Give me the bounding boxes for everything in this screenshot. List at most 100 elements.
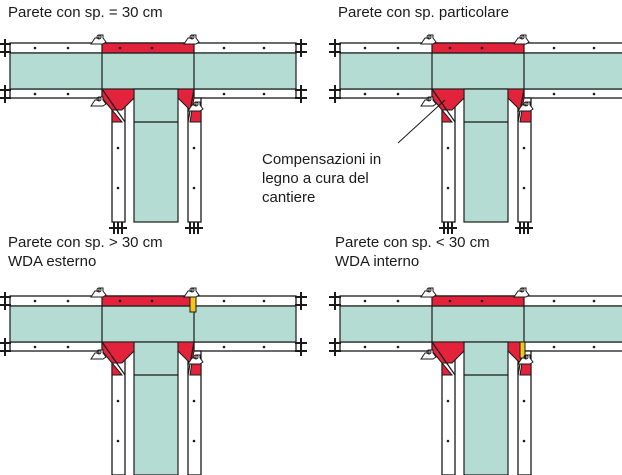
bolt <box>446 399 450 403</box>
bolt <box>262 92 266 96</box>
caption-line: WDA interno <box>335 253 420 270</box>
corner-diagonal <box>187 88 195 123</box>
clamp-bolt <box>426 34 432 40</box>
bolt <box>448 46 452 50</box>
top-corner-element <box>431 42 525 54</box>
bolt <box>222 46 226 50</box>
bolt <box>552 345 556 349</box>
clamp-head <box>420 96 437 107</box>
callout-text: Compensazioni in legno a cura del cantie… <box>262 150 381 207</box>
clamp-head <box>420 349 437 360</box>
top-corner-element <box>101 42 195 54</box>
bolt <box>66 299 70 303</box>
bolt <box>66 92 70 96</box>
caption-thick: Parete con sp. > 30 cm WDA esterno <box>8 233 163 271</box>
t-junction-plan <box>329 287 622 475</box>
wall-horizontal <box>339 305 622 343</box>
clamp-head <box>517 354 534 365</box>
bolt <box>192 186 196 190</box>
clamp-head <box>420 34 437 45</box>
callout-line: Compensazioni in <box>262 151 382 168</box>
clamp-head <box>90 34 107 45</box>
bolt <box>363 46 367 50</box>
bolt <box>192 439 196 443</box>
bolt <box>150 46 154 50</box>
bolt <box>116 399 120 403</box>
inner-corner-left <box>101 341 135 376</box>
bolt <box>480 46 484 50</box>
top-corner-element <box>101 295 195 307</box>
bolt <box>552 92 556 96</box>
bottom-waler-right <box>523 88 622 99</box>
bolt <box>116 439 120 443</box>
bottom-waler-right <box>523 341 622 352</box>
clamp-bolt <box>519 287 525 293</box>
bolt <box>396 345 400 349</box>
callout-leader <box>397 99 446 144</box>
clamp-head <box>187 101 204 112</box>
bottom-waler-right <box>193 88 297 99</box>
caption-thin: Parete con sp. < 30 cm WDA interno <box>335 233 490 271</box>
caption-special: Parete con sp. particolare <box>338 3 509 22</box>
bolt <box>480 299 484 303</box>
bolt <box>552 46 556 50</box>
bolt <box>192 399 196 403</box>
bolt <box>552 299 556 303</box>
caption-line: Parete con sp. = 30 cm <box>8 4 163 21</box>
bolt <box>592 345 596 349</box>
callout-line: cantiere <box>262 189 316 206</box>
t-junction-plan <box>0 34 307 234</box>
clamp-bolt <box>189 34 195 40</box>
bottom-waler-left <box>9 88 103 99</box>
bolt <box>448 299 452 303</box>
clamp-head <box>517 101 534 112</box>
wall-horizontal <box>9 52 297 90</box>
bolt <box>33 92 37 96</box>
t-junction-plan <box>329 34 622 234</box>
caption-std: Parete con sp. = 30 cm <box>8 3 163 22</box>
bottom-waler-left <box>9 341 103 352</box>
bolt <box>33 299 37 303</box>
bolt <box>396 299 400 303</box>
clamp-bolt <box>193 101 199 107</box>
clamp-head <box>513 34 530 45</box>
bolt <box>592 46 596 50</box>
clamp-bolt <box>426 96 432 102</box>
wall-stem <box>463 88 509 223</box>
bolt <box>66 46 70 50</box>
bolt <box>522 399 526 403</box>
clamp-bolt <box>96 349 102 355</box>
bolt <box>522 439 526 443</box>
callout-line: legno a cura del <box>262 170 369 187</box>
caption-line: WDA esterno <box>8 253 97 270</box>
corner-diagonal <box>187 341 195 376</box>
wall-stem <box>463 341 509 475</box>
clamp-bolt <box>426 287 432 293</box>
corner-diagonal <box>431 88 456 123</box>
bolt <box>222 345 226 349</box>
bolt <box>363 299 367 303</box>
caption-line: Parete con sp. < 30 cm <box>335 234 490 251</box>
bolt <box>446 146 450 150</box>
clamp-head <box>90 349 107 360</box>
clamp-bolt <box>96 96 102 102</box>
top-corner-element <box>431 295 525 307</box>
clamp-bolt <box>193 354 199 360</box>
inner-corner-left <box>101 88 135 123</box>
bolt <box>192 146 196 150</box>
bolt <box>66 345 70 349</box>
clamp-head <box>513 287 530 298</box>
bolt <box>396 46 400 50</box>
bolt <box>592 299 596 303</box>
bolt <box>446 186 450 190</box>
clamp-bolt <box>523 101 529 107</box>
clamp-bolt <box>519 34 525 40</box>
wall-stem <box>133 88 179 223</box>
clamp-head <box>183 287 200 298</box>
caption-line: Parete con sp. > 30 cm <box>8 234 163 251</box>
clamp-bolt <box>96 287 102 293</box>
wall-horizontal <box>9 305 297 343</box>
corner-diagonal <box>101 341 126 376</box>
wooden-filler <box>189 295 197 313</box>
